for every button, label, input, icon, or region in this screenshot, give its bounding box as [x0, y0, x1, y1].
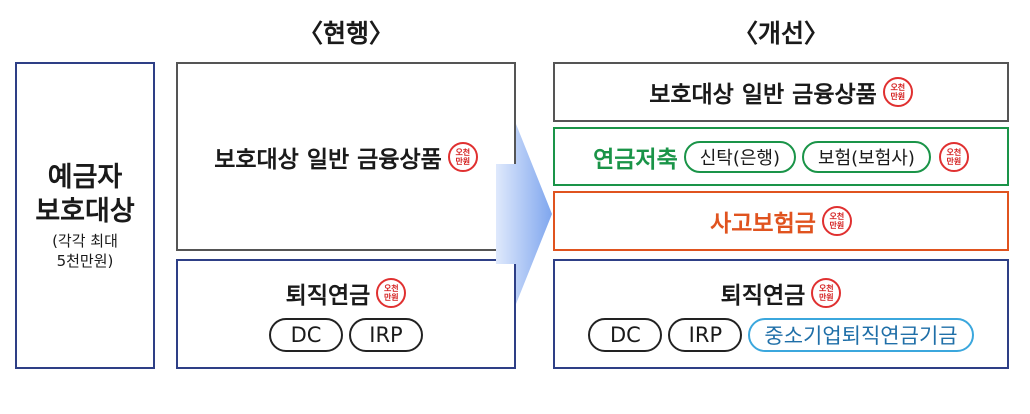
- current-pension-label: 퇴직연금: [285, 283, 371, 309]
- left-title-line1: 예금자: [47, 161, 123, 193]
- improved-pension-label: 퇴직연금: [720, 283, 806, 309]
- pill-irp: IRP: [349, 318, 423, 352]
- pill-insurance-company: 보험(보험사): [802, 140, 931, 173]
- left-title-line2: 보호대상: [35, 195, 135, 227]
- pill-irp: IRP: [668, 318, 743, 352]
- arrow-right-icon: [496, 124, 552, 304]
- current-general-products-label: 보호대상 일반 금융상품: [214, 146, 442, 173]
- pill-dc: DC: [588, 318, 663, 352]
- depositor-protection-box: 예금자 보호대상 (각각 최대 5천만원): [15, 62, 155, 369]
- pill-trust-bank: 신탁(은행): [683, 140, 797, 173]
- annuity-savings-label: 연금저축: [593, 146, 678, 173]
- pill-dc: DC: [269, 318, 343, 352]
- improved-header: 〈개선〉: [732, 19, 829, 48]
- accident-insurance-label: 사고보험금: [710, 211, 816, 237]
- pill-sme-fund: 중소기업퇴직연금기금: [748, 318, 974, 352]
- current-header: 〈현행〉: [297, 19, 394, 48]
- left-note-line2: 5천만원): [56, 251, 114, 270]
- improved-general-products-label: 보호대상 일반 금융상품: [649, 82, 877, 108]
- left-note-line1: (각각 최대: [52, 231, 118, 250]
